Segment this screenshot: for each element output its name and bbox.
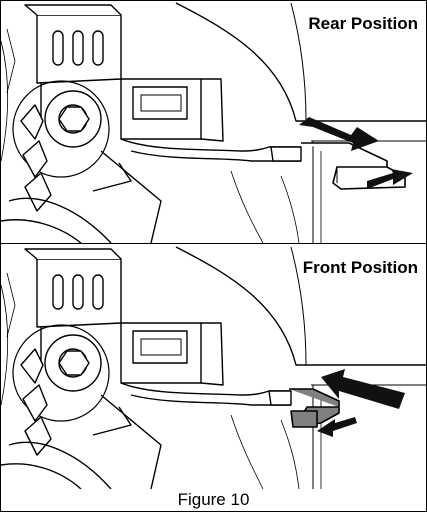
front-position-illustration bbox=[1, 246, 426, 489]
arrow-icon bbox=[299, 117, 413, 189]
rear-position-label: Rear Position bbox=[306, 14, 420, 34]
panel-divider bbox=[1, 243, 426, 244]
rear-position-panel: Rear Position bbox=[1, 1, 426, 243]
front-position-panel: Front Position bbox=[1, 245, 426, 489]
arrow-icon bbox=[317, 369, 405, 437]
rear-position-illustration bbox=[1, 2, 426, 243]
front-position-label: Front Position bbox=[300, 258, 420, 278]
figure-caption: Figure 10 bbox=[177, 490, 250, 509]
